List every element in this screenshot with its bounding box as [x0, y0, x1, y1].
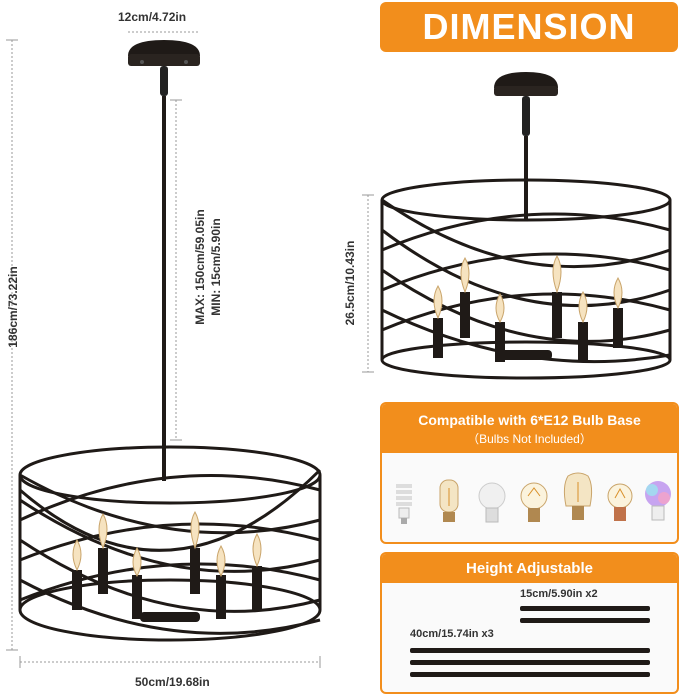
- bulb-row: [396, 472, 671, 524]
- edison-filament-bulb-icon: [563, 472, 593, 520]
- canopy-width-label: 12cm/4.72in: [118, 10, 187, 24]
- shade-width-label: 50cm/19.68in: [135, 675, 210, 689]
- bulb-panel-title: Compatible with 6*E12 Bulb Base: [418, 412, 641, 428]
- height-panel-title: Height Adjustable: [466, 560, 593, 577]
- tubular-filament-bulb-icon: [439, 479, 459, 522]
- short-rod-label: 15cm/5.90in x2: [520, 588, 598, 600]
- led-a19-bulb-icon: [478, 482, 506, 523]
- bulb-panel-header: Compatible with 6*E12 Bulb Base （Bulbs N…: [382, 404, 677, 453]
- extension-rods-image: [410, 606, 650, 677]
- bulb-compatibility-panel: Compatible with 6*E12 Bulb Base （Bulbs N…: [380, 402, 679, 544]
- spiral-cfl-bulb-icon: [396, 484, 412, 524]
- long-rod-label: 40cm/15.74in x3: [410, 628, 494, 640]
- globe-filament-bulb-icon: [607, 483, 633, 521]
- height-panel-header: Height Adjustable: [382, 554, 677, 583]
- rgb-led-bulb-icon: [645, 481, 671, 521]
- height-adjustable-panel: Height Adjustable 15cm/5.90in x2 40cm/15…: [380, 552, 679, 694]
- bulb-panel-subtitle: （Bulbs Not Included）: [467, 432, 592, 446]
- round-filament-bulb-icon: [520, 482, 548, 522]
- dimension-banner: DIMENSION: [380, 2, 678, 52]
